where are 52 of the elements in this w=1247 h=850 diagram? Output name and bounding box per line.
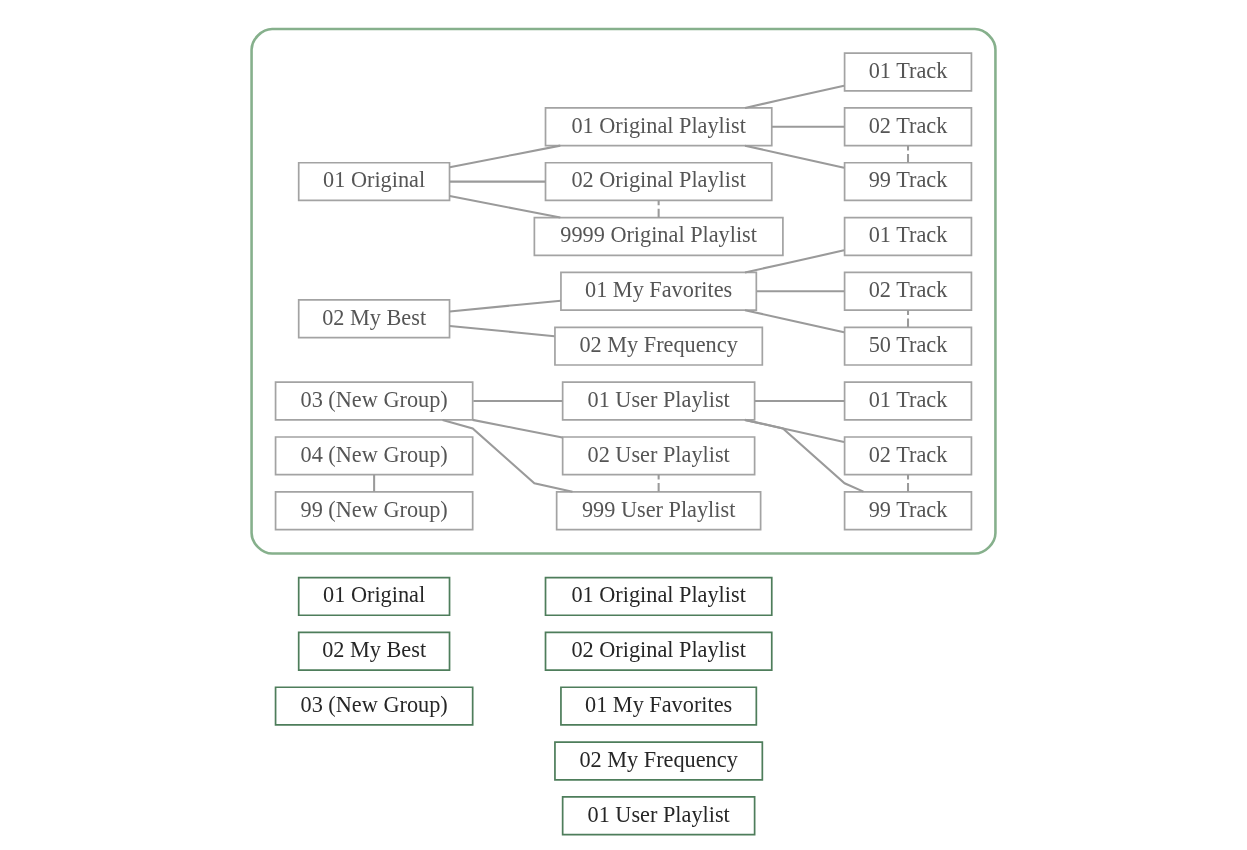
connector (744, 249, 845, 274)
node-box: 02 Track (843, 271, 973, 311)
node-box: 04 (New Group) (274, 436, 474, 476)
connector (907, 145, 910, 163)
node-box: 02 User Playlist (561, 436, 756, 476)
connector (657, 200, 660, 218)
node-box: 02 My Frequency (554, 326, 764, 366)
node-box: 02 Original Playlist (544, 161, 773, 202)
connector (771, 125, 845, 128)
node-box: 02 My Frequency (554, 741, 764, 781)
node-box: 02 Track (843, 436, 973, 476)
connector (907, 310, 910, 328)
connector (744, 309, 845, 334)
connector (449, 195, 561, 219)
connector (473, 399, 563, 403)
node-box: 9999 Original Playlist (533, 216, 784, 257)
node-box: 01 My Favorites (560, 271, 758, 311)
node-box: 01 User Playlist (561, 796, 756, 836)
cluster (250, 27, 997, 555)
node-box: 50 Track (843, 326, 973, 366)
node-box: 99 Track (843, 161, 973, 202)
connector (907, 474, 910, 492)
connector (754, 399, 845, 403)
node-box: 01 Original (297, 161, 451, 202)
node-box: 01 Original Playlist (544, 576, 773, 617)
node-box: 01 My Favorites (560, 686, 758, 726)
node-box: 02 Track (843, 107, 973, 147)
node-box: 03 (New Group) (274, 381, 474, 421)
node-box: 01 Original (297, 576, 451, 617)
node-box: 01 Track (843, 216, 973, 257)
connector (756, 290, 845, 293)
connector (449, 324, 555, 338)
connector (472, 418, 563, 439)
connector (657, 474, 660, 492)
connector (744, 84, 845, 109)
node-box: 99 (New Group) (274, 491, 474, 531)
connector (449, 180, 546, 183)
node-box: 01 Original Playlist (544, 107, 773, 147)
connector (449, 144, 561, 169)
connector (744, 418, 845, 443)
node-box: 01 Track (843, 381, 973, 421)
node-box: 02 Original Playlist (544, 631, 773, 671)
node-box: 01 User Playlist (561, 381, 756, 421)
node-box: 99 Track (843, 491, 973, 531)
node-box: 999 User Playlist (555, 491, 762, 531)
node-box: 03 (New Group) (274, 686, 474, 726)
node-box: 02 My Best (297, 299, 451, 339)
connector (373, 474, 376, 492)
node-box: 02 My Best (297, 631, 451, 671)
node-box: 01 Track (843, 52, 973, 92)
connector (744, 418, 864, 493)
connector (449, 299, 561, 313)
